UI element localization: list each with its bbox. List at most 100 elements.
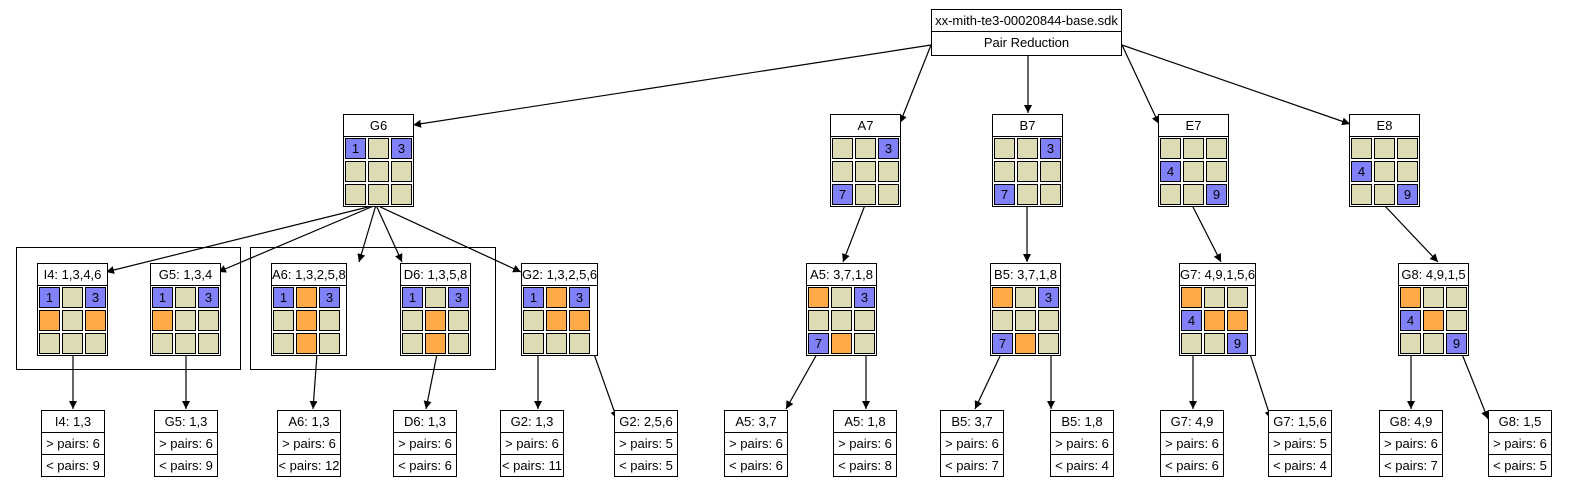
leaf-more-pairs: > pairs: 6 <box>1051 433 1113 455</box>
empty-cell <box>319 333 340 354</box>
empty-cell <box>1183 138 1204 159</box>
edge-arrow <box>412 44 932 128</box>
leaf-label: G2: 1,3 <box>501 411 563 433</box>
given-cell: 1 <box>273 287 294 308</box>
leaf-node: G5: 1,3> pairs: 6< pairs: 9 <box>154 410 218 477</box>
empty-cell <box>523 333 544 354</box>
candidate-label: I4: 1,3,4,6 <box>38 264 107 286</box>
empty-cell <box>1040 184 1061 205</box>
leaf-less-pairs: < pairs: 4 <box>1273 458 1327 473</box>
given-cell: 3 <box>198 287 219 308</box>
empty-cell <box>1183 161 1204 182</box>
root-title: xx-mith-te3-00020844-base.sdk <box>932 10 1121 32</box>
leaf-label: A5: 1,8 <box>834 411 896 433</box>
given-cell: 4 <box>1181 310 1202 331</box>
leaf-less-pairs: < pairs: 6 <box>1165 458 1219 473</box>
empty-cell <box>1446 310 1467 331</box>
leaf-node: A5: 1,8> pairs: 6< pairs: 8 <box>833 410 897 477</box>
empty-cell <box>855 138 876 159</box>
leaf-more-pairs: > pairs: 6 <box>278 433 340 455</box>
empty-cell <box>1423 287 1444 308</box>
empty-cell <box>345 161 366 182</box>
given-cell: 1 <box>523 287 544 308</box>
given-cell: 1 <box>39 287 60 308</box>
leaf-less-pairs: < pairs: 6 <box>729 458 783 473</box>
candidate-cell <box>569 310 590 331</box>
empty-cell <box>992 310 1013 331</box>
leaf-more-pairs: > pairs: 6 <box>394 433 456 455</box>
empty-cell <box>1206 138 1227 159</box>
leaf-more-pairs: > pairs: 6 <box>1380 433 1442 455</box>
empty-cell <box>1400 333 1421 354</box>
given-cell: 3 <box>391 138 412 159</box>
edge-arrow <box>1121 44 1351 126</box>
empty-cell <box>152 333 173 354</box>
edge-arrow <box>309 353 318 410</box>
leaf-less-pairs: < pairs: 5 <box>619 458 673 473</box>
leaf-more-pairs: > pairs: 5 <box>615 433 677 455</box>
leaf-label: G7: 1,5,6 <box>1269 411 1331 433</box>
candidate-cell <box>85 310 106 331</box>
leaf-label: G2: 2,5,6 <box>615 411 677 433</box>
empty-cell <box>319 310 340 331</box>
leaf-more-pairs: > pairs: 6 <box>1161 433 1223 455</box>
candidate-cell <box>425 333 446 354</box>
empty-cell <box>832 161 853 182</box>
given-cell: 9 <box>1446 333 1467 354</box>
leaf-node: D6: 1,3> pairs: 6< pairs: 6 <box>393 410 457 477</box>
empty-cell <box>1446 287 1467 308</box>
empty-cell <box>402 333 423 354</box>
empty-cell <box>62 333 83 354</box>
candidate-cell <box>296 333 317 354</box>
leaf-less-pairs: < pairs: 12 <box>278 458 340 473</box>
empty-cell <box>1351 184 1372 205</box>
empty-cell <box>994 161 1015 182</box>
edge-arrow <box>357 204 377 263</box>
candidate-cell <box>1181 287 1202 308</box>
given-cell: 7 <box>832 184 853 205</box>
leaf-less-pairs: < pairs: 7 <box>1384 458 1438 473</box>
empty-cell <box>1351 138 1372 159</box>
candidate-cell <box>1423 310 1444 331</box>
candidate-cell <box>1015 333 1036 354</box>
leaf-node: B5: 3,7> pairs: 6< pairs: 7 <box>940 410 1004 477</box>
empty-cell <box>1397 138 1418 159</box>
empty-cell <box>425 287 446 308</box>
empty-cell <box>345 184 366 205</box>
empty-cell <box>1160 184 1181 205</box>
candidate-cell <box>831 333 852 354</box>
empty-cell <box>1181 333 1202 354</box>
candidate-cell <box>152 310 173 331</box>
empty-cell <box>1040 161 1061 182</box>
empty-cell <box>1204 333 1225 354</box>
leaf-less-pairs: < pairs: 5 <box>1493 458 1547 473</box>
given-cell: 9 <box>1227 333 1248 354</box>
group-label: E8 <box>1350 115 1419 137</box>
leaf-less-pairs: < pairs: 11 <box>501 458 563 473</box>
edge-arrow <box>375 204 522 273</box>
given-cell: 7 <box>808 333 829 354</box>
leaf-node: A5: 3,7> pairs: 6< pairs: 6 <box>724 410 788 477</box>
empty-cell <box>832 138 853 159</box>
candidate-cell <box>296 310 317 331</box>
empty-cell <box>808 310 829 331</box>
empty-cell <box>1017 138 1038 159</box>
candidate-cell <box>1227 310 1248 331</box>
leaf-node: G2: 1,3> pairs: 6< pairs: 11 <box>500 410 564 477</box>
empty-cell <box>1397 161 1418 182</box>
edge-arrow <box>899 44 932 124</box>
leaf-node: A6: 1,3> pairs: 6< pairs: 12 <box>277 410 341 477</box>
empty-cell <box>1206 161 1227 182</box>
